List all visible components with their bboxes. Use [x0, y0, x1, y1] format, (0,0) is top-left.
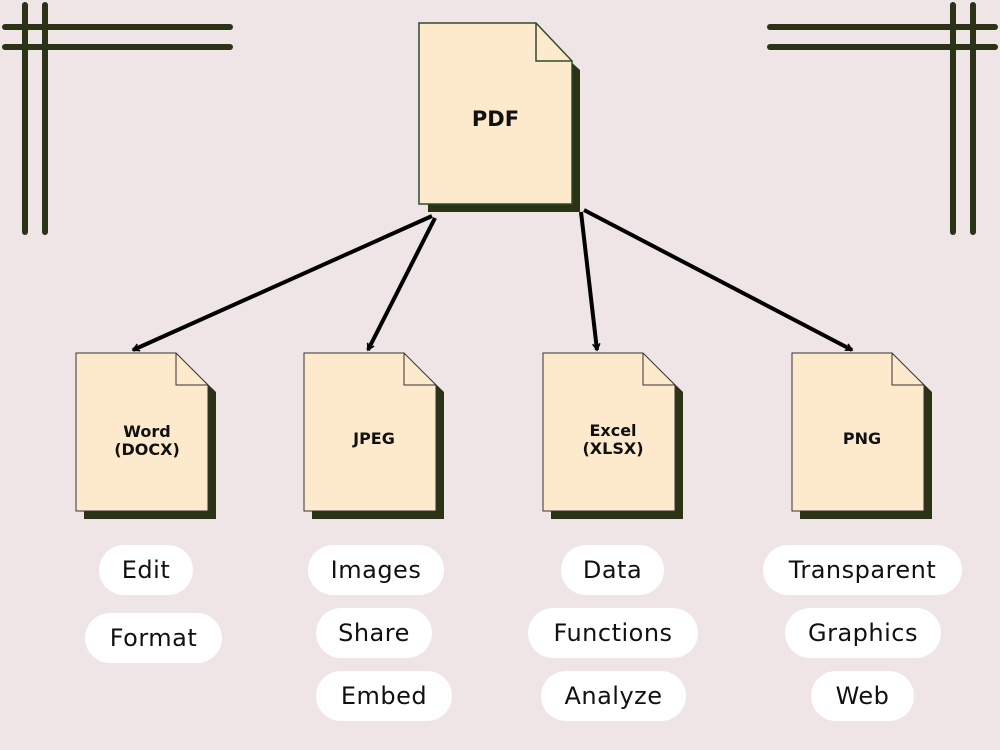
pdf-label: PDF: [471, 107, 520, 131]
feature-pill: Web: [811, 671, 914, 721]
feature-pill: Graphics: [785, 608, 941, 658]
feature-pill: Share: [316, 608, 432, 658]
feature-pill: Functions: [528, 608, 698, 658]
png-label: PNG: [842, 429, 882, 448]
corner-lines-top-left: [2, 2, 233, 235]
feature-pill: Format: [85, 613, 222, 663]
arrow-to-jpeg: [366, 217, 437, 352]
pdf-document-icon: [418, 22, 580, 212]
corner-lines-top-right: [767, 2, 998, 235]
feature-pill: Transparent: [763, 545, 962, 595]
jpeg-label: JPEG: [353, 429, 395, 448]
feature-pill: Images: [308, 545, 444, 595]
word-label: Word (DOCX): [76, 423, 218, 458]
excel-label-line2: (XLSX): [582, 438, 644, 458]
png-document-icon: [791, 352, 932, 519]
feature-pill: Analyze: [541, 671, 686, 721]
excel-document-icon: [542, 352, 683, 519]
feature-pill: Data: [561, 545, 664, 595]
word-label-line1: Word: [123, 422, 171, 441]
arrows: [131, 208, 854, 352]
word-label-line2: (DOCX): [114, 439, 180, 459]
arrow-to-png: [583, 208, 854, 352]
excel-label-line1: Excel: [589, 421, 637, 440]
feature-pill: Edit: [99, 545, 193, 595]
excel-label: Excel (XLSX): [543, 422, 683, 457]
arrow-to-word: [131, 214, 433, 352]
arrow-to-excel: [579, 211, 601, 352]
word-document-icon: [75, 352, 216, 519]
jpeg-document-icon: [303, 352, 444, 519]
feature-pill: Embed: [316, 671, 452, 721]
